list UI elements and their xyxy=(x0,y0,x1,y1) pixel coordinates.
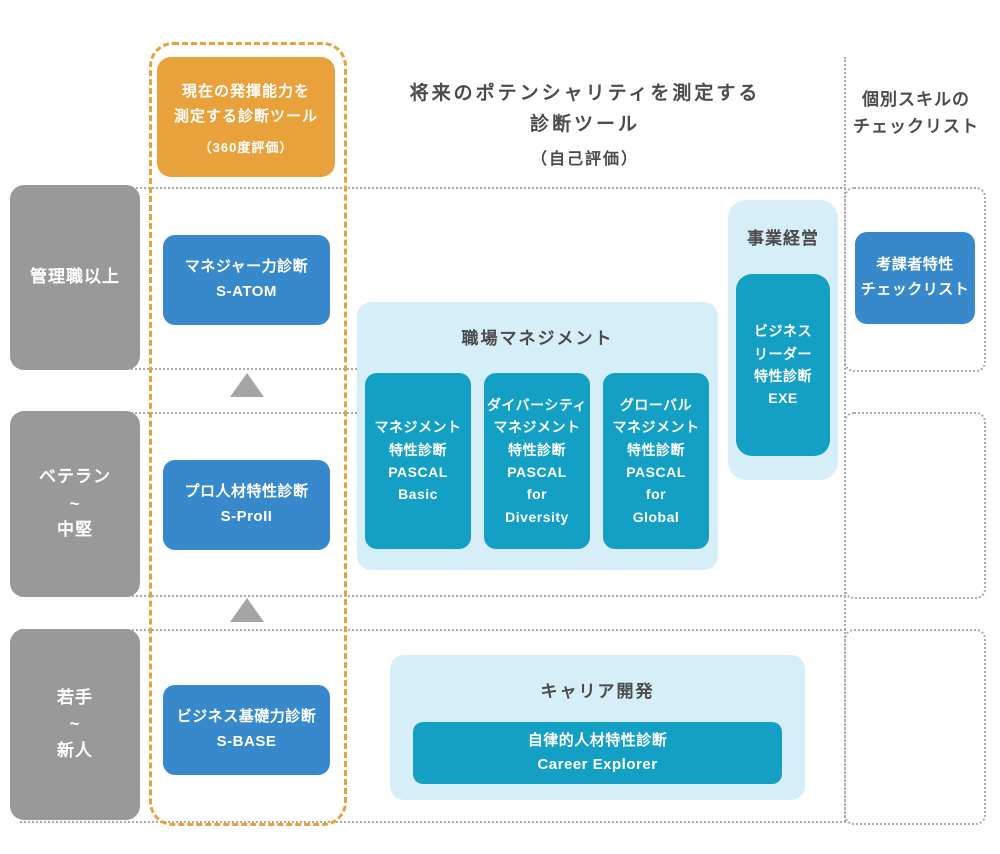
group-workplace-management-title: 職場マネジメント xyxy=(461,329,614,348)
grid-hline-row1-top xyxy=(20,187,846,189)
grid-hline-row1-bottom xyxy=(20,368,357,370)
future-tools-header: 将来のポテンシャリティを測定する診断ツール （自己評価） xyxy=(360,78,810,169)
up-arrow-icon xyxy=(230,598,264,622)
checklist-cell-row1 xyxy=(844,187,986,372)
level-box-managers: 管理職以上 xyxy=(10,185,140,370)
grid-hline-row2-top xyxy=(20,412,357,414)
current-tools-header-subtitle: （360度評価） xyxy=(198,139,294,155)
current-tools-dashed-frame xyxy=(149,42,347,826)
current-tools-header-title: 現在の発揮能力を測定する診断ツール xyxy=(173,82,318,126)
checklist-cell-row2 xyxy=(844,412,986,599)
checklist-header: 個別スキルのチェックリスト xyxy=(853,90,979,137)
up-arrow-icon xyxy=(230,373,264,397)
future-tools-header-subtitle: （自己評価） xyxy=(530,150,639,168)
grid-hline-row3-top xyxy=(20,629,846,631)
current-tools-header: 現在の発揮能力を測定する診断ツール （360度評価） xyxy=(157,57,335,177)
grid-hline-row2-bottom xyxy=(20,595,846,597)
level-box-veteran-mid: ベテラン~中堅 xyxy=(10,411,140,597)
future-tools-header-title: 将来のポテンシャリティを測定する診断ツール xyxy=(409,83,761,136)
level-box-junior-new: 若手~新人 xyxy=(10,629,140,820)
group-business-management-title: 事業経営 xyxy=(747,229,819,248)
grid-hline-row3-bottom xyxy=(20,821,846,823)
tool-box-appraiser-checklist: 考課者特性チェックリスト xyxy=(855,232,975,324)
checklist-cell-row3 xyxy=(844,629,986,825)
group-career-development-title: キャリア開発 xyxy=(540,682,655,701)
